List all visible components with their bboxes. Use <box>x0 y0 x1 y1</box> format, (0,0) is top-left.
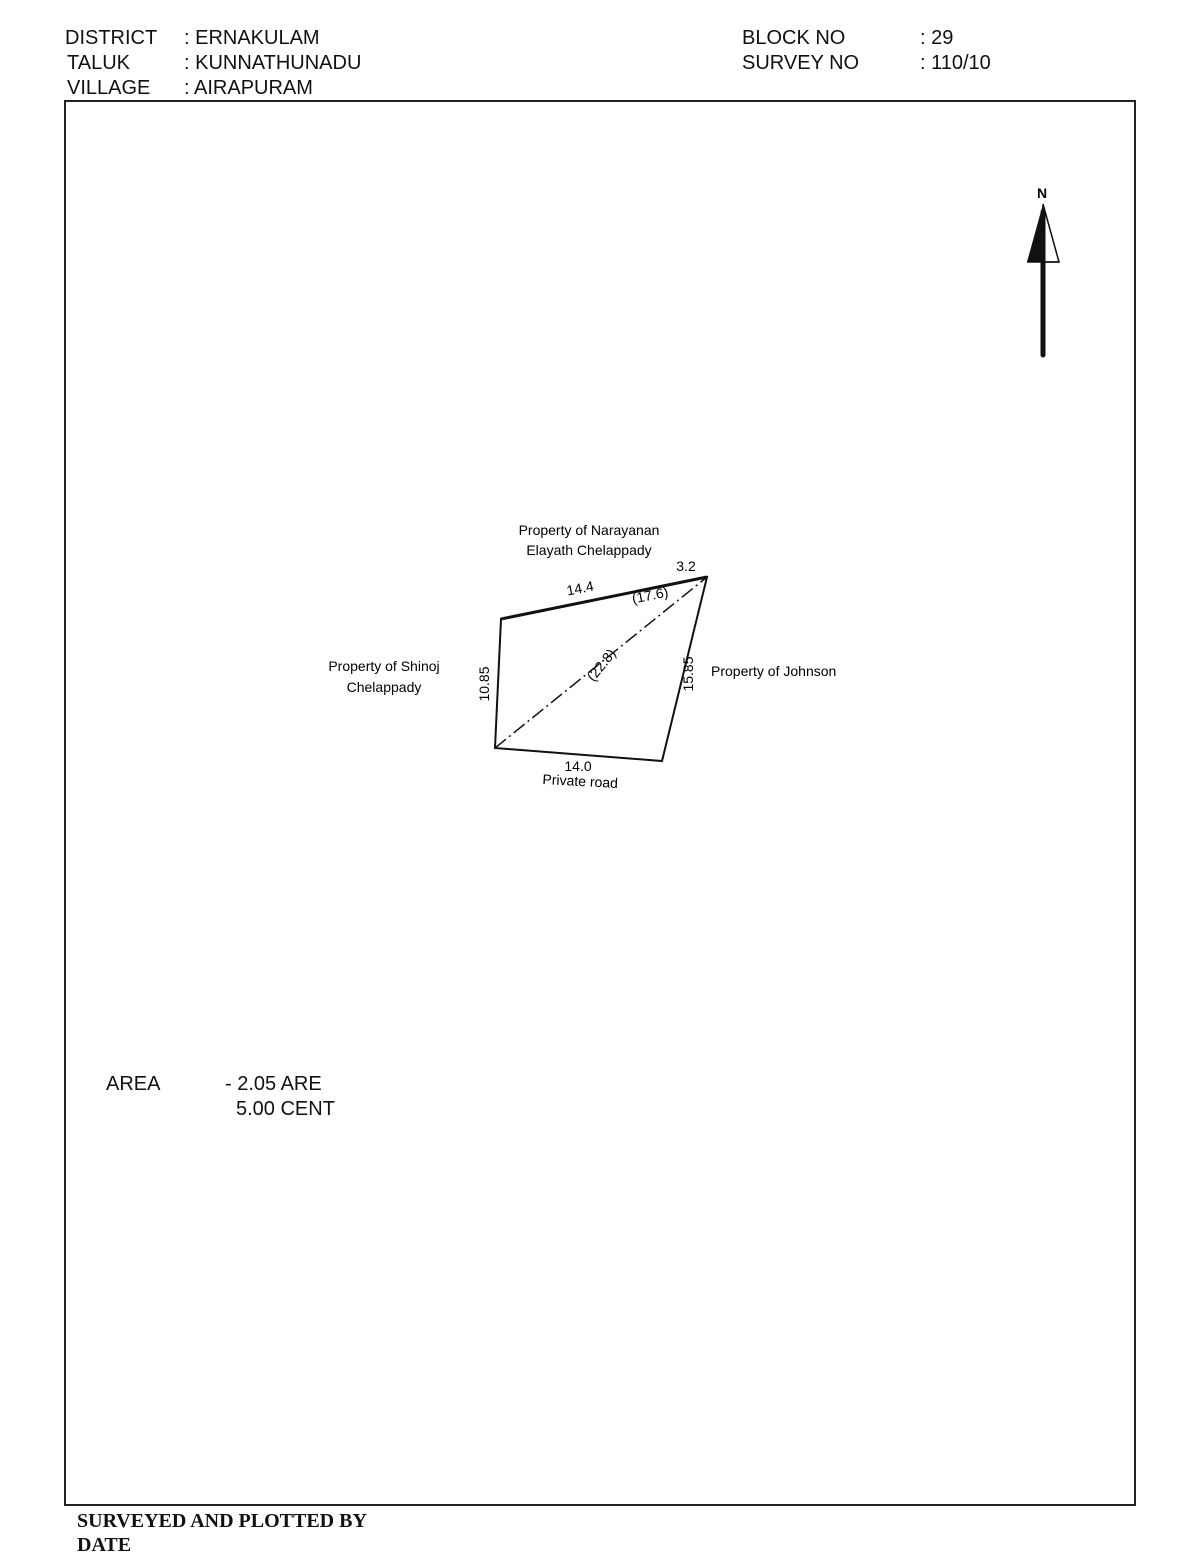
north-label: N <box>1037 185 1047 201</box>
survey-label: SURVEY NO <box>742 52 860 74</box>
north-arrow-icon: N <box>1027 185 1060 358</box>
side-right: 15.85 <box>680 656 696 691</box>
top-boundary-line <box>500 575 708 621</box>
district-value: : ERNAKULAM <box>184 27 320 49</box>
neighbor-east: Property of Johnson <box>711 663 836 679</box>
area-label: AREA <box>106 1073 161 1095</box>
survey-value: : 110/10 <box>920 52 991 74</box>
side-top-diag: (17.6) <box>631 584 670 607</box>
neighbor-west-line2: Chelappady <box>347 679 422 695</box>
side-top-left: 14.4 <box>565 578 595 599</box>
neighbor-south: Private road <box>542 771 618 791</box>
side-top-right: 3.2 <box>676 558 696 574</box>
neighbor-north-line2: Elayath Chelappady <box>526 542 651 558</box>
area-value-cent: 5.00 CENT <box>236 1098 335 1120</box>
neighbor-west-line1: Property of Shinoj <box>328 658 439 674</box>
village-value: : AIRAPURAM <box>184 77 313 99</box>
diagonal-measure: (22.8) <box>583 646 618 684</box>
date-label: DATE <box>77 1534 132 1556</box>
area-value-are: - 2.05 ARE <box>225 1073 322 1095</box>
village-label: VILLAGE <box>67 77 151 99</box>
taluk-label: TALUK <box>67 52 130 74</box>
taluk-value: : KUNNATHUNADU <box>184 52 362 74</box>
side-left: 10.85 <box>476 666 492 701</box>
block-label: BLOCK NO <box>742 27 846 49</box>
plot-frame <box>64 100 1136 1506</box>
surveyed-by-label: SURVEYED AND PLOTTED BY <box>77 1510 367 1532</box>
neighbor-north-line1: Property of Narayanan <box>519 522 660 538</box>
diagonal-line <box>494 576 708 749</box>
block-value: : 29 <box>920 27 954 49</box>
district-label: DISTRICT <box>65 27 158 49</box>
side-bottom: 14.0 <box>564 758 591 774</box>
